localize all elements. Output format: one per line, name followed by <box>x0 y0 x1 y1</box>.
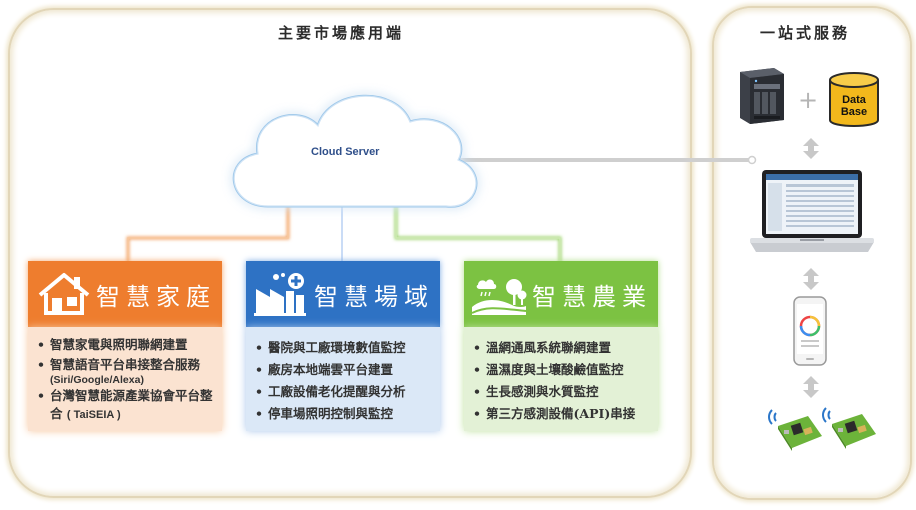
list-item: 工廠設備老化提醒與分析 <box>254 381 432 403</box>
smart-agriculture-body: 溫網通風系統聯網建置 溫濕度與土壤酸鹼值監控 生長感測與水質監控 第三方感測設備… <box>464 327 658 431</box>
list-item: 智慧家電與照明聯網建置 <box>36 335 214 355</box>
farm-landscape-icon <box>470 269 528 319</box>
updown-arrow-2 <box>803 268 819 290</box>
list-item: 台灣智慧能源產業協會平台整合 ( TaiSEIA ) <box>36 387 214 424</box>
laptop-icon <box>748 168 876 256</box>
list-item: 醫院與工廠環境數值監控 <box>254 337 432 359</box>
list-item: 停車場照明控制與監控 <box>254 403 432 425</box>
server-icon <box>734 64 790 128</box>
one-stop-service-title: 一站式服務 <box>760 24 851 42</box>
smart-agriculture-header: 智慧農業 <box>464 261 658 327</box>
database-label-line1: Data <box>842 94 866 106</box>
list-item: 廠房本地端雲平台建置 <box>254 359 432 381</box>
main-market-title: 主要市場應用端 <box>278 24 405 42</box>
factory-icon <box>252 269 310 319</box>
smartphone-icon <box>793 296 827 366</box>
smart-home-body: 智慧家電與照明聯網建置 智慧語音平台串接整合服務(Siri/Google/Ale… <box>28 327 222 431</box>
smart-field-header: 智慧場域 <box>246 261 440 327</box>
plus-sign: + <box>798 86 819 114</box>
list-item: 溫網通風系統聯網建置 <box>472 337 650 359</box>
updown-arrow-1 <box>803 138 819 159</box>
list-item: 第三方感測設備(API)串接 <box>472 403 650 425</box>
smart-field-body: 醫院與工廠環境數值監控 廠房本地端雲平台建置 工廠設備老化提醒與分析 停車場照明… <box>246 327 440 431</box>
smart-field-title: 智慧場域 <box>314 282 434 311</box>
updown-arrow-3 <box>803 376 819 398</box>
list-item: 智慧語音平台串接整合服務(Siri/Google/Alexa) <box>36 355 214 387</box>
list-item: 生長感測與水質監控 <box>472 381 650 403</box>
list-item: 溫濕度與土壤酸鹼值監控 <box>472 359 650 381</box>
iot-module-icon-2 <box>818 402 882 450</box>
house-icon <box>36 269 92 319</box>
database-icon: Data Base <box>828 70 880 132</box>
smart-home-title: 智慧家庭 <box>96 282 216 311</box>
iot-module-icon-1 <box>764 404 828 452</box>
cloud-server-label: Cloud Server <box>311 146 380 158</box>
smart-agriculture-title: 智慧農業 <box>532 282 652 311</box>
database-label-line2: Base <box>840 106 868 118</box>
smart-home-header: 智慧家庭 <box>28 261 222 327</box>
